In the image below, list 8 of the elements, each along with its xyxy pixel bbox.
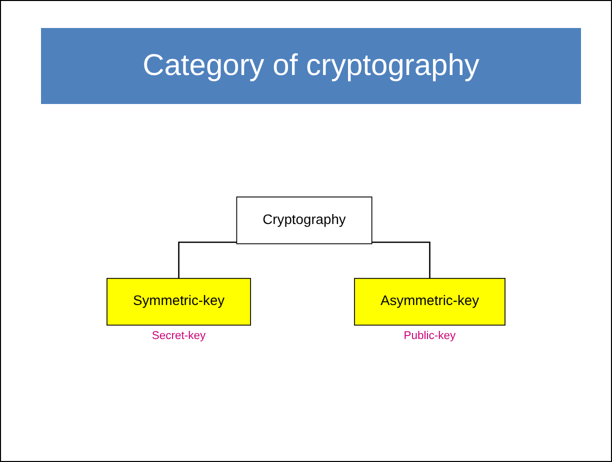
node-caption: Public-key [404,330,456,342]
connector [178,242,237,278]
title: Category of cryptography [142,49,480,83]
node-box: Asymmetric-key [354,278,506,326]
node-box: Symmetric-key [106,278,251,326]
node-box: Cryptography [236,196,372,244]
connector [372,242,430,278]
node-caption: Secret-key [152,330,206,342]
